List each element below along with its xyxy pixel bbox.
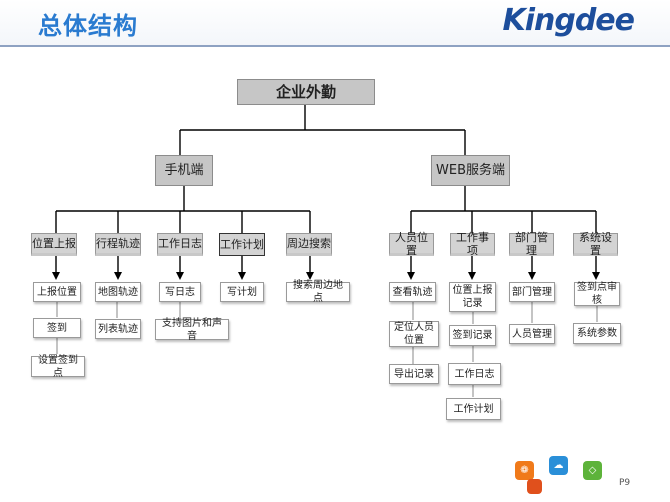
leaf-dept-management: 部门管理 — [509, 282, 555, 302]
leaf-check-in: 签到 — [33, 318, 81, 338]
page-number: P9 — [619, 478, 631, 488]
category-work-log: 工作日志 — [157, 233, 203, 256]
page-title: 总体结构 — [38, 12, 138, 40]
leaf-write-plan: 写计划 — [220, 282, 264, 302]
root-node: 企业外勤 — [237, 79, 375, 105]
leaf-web-work-plan: 工作计划 — [446, 398, 501, 420]
leaf-search-nearby: 搜索周边地点 — [286, 280, 350, 304]
category-staff-location: 人员位置 — [389, 231, 434, 257]
leaf-write-log: 写日志 — [159, 282, 201, 302]
leaf-list-track: 列表轨迹 — [95, 319, 141, 339]
category-dept-management: 部门管理 — [509, 231, 554, 257]
diamond-tile-icon: ◇ — [583, 461, 602, 480]
leaf-location-report-records: 位置上报记录 — [449, 282, 496, 312]
leaf-system-parameters: 系统参数 — [573, 323, 621, 344]
header-divider — [0, 45, 670, 47]
category-system-settings: 系统设置 — [573, 231, 618, 257]
app-tile-icon: ❁ — [515, 461, 534, 480]
leaf-view-track: 查看轨迹 — [389, 282, 436, 302]
leaf-check-in-records: 签到记录 — [449, 325, 496, 346]
kingdee-logo: Kingdee — [502, 3, 635, 38]
category-work-items: 工作事项 — [450, 231, 495, 257]
branch-mobile: 手机端 — [155, 155, 213, 186]
leaf-check-in-point-review: 签到点审核 — [574, 282, 620, 306]
leaf-web-work-log: 工作日志 — [448, 363, 501, 385]
header-bar — [0, 0, 670, 46]
leaf-staff-management: 人员管理 — [509, 324, 555, 344]
grid-tile-icon — [527, 479, 542, 494]
category-trip-track: 行程轨迹 — [95, 233, 141, 256]
leaf-map-track: 地图轨迹 — [95, 282, 141, 302]
leaf-export-records: 导出记录 — [389, 364, 439, 384]
cloud-tile-icon: ☁ — [549, 456, 568, 475]
leaf-locate-staff: 定位人员位置 — [389, 321, 439, 347]
leaf-supports-image-audio: 支持图片和声音 — [155, 318, 229, 342]
branch-web: WEB服务端 — [431, 155, 510, 186]
category-work-plan: 工作计划 — [219, 233, 265, 256]
leaf-set-check-in-point: 设置签到点 — [31, 355, 85, 379]
leaf-report-location: 上报位置 — [33, 282, 81, 302]
category-location-report: 位置上报 — [31, 233, 77, 256]
category-nearby-search: 周边搜索 — [286, 233, 332, 256]
